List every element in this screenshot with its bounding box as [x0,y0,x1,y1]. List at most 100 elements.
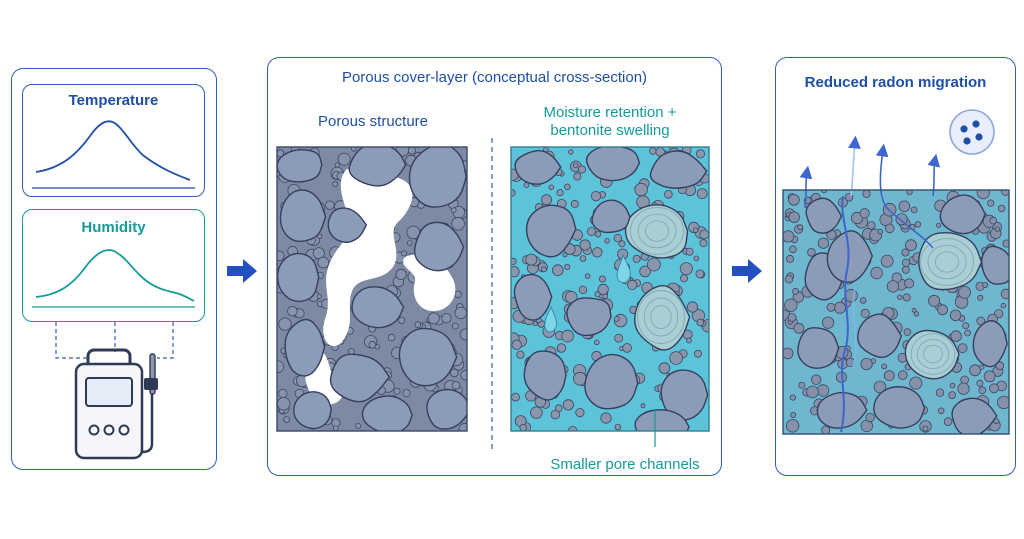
stone [279,189,327,243]
gravel-grain [960,375,969,385]
gravel-grain [978,386,987,395]
gravel-grain [886,280,900,293]
gravel-grain [969,364,982,377]
swelling-ring [934,251,960,273]
stone [584,353,639,410]
swelling-ring [637,213,677,249]
stone [951,397,998,434]
stone [624,204,689,259]
sensor-connectors [55,322,174,359]
gravel-grain [935,388,945,397]
gravel-grain [982,281,989,288]
stone [649,150,708,189]
gravel-grain [395,268,407,281]
gravel-grain [516,350,525,359]
stone [972,320,1008,368]
stone [904,329,960,380]
gravel-grain [579,255,587,262]
gravel-grain [983,370,996,383]
gravel-grain [790,411,797,418]
gravel-grain [826,302,836,312]
gravel-grain [679,262,693,276]
gravel-grain [407,147,416,155]
gravel-grain [789,245,797,254]
gravel-grain [833,301,846,314]
gravel-grain [511,392,520,402]
gravel-grain [511,339,522,351]
swelling-ring [923,344,943,364]
stone [514,149,562,185]
gravel-grain [964,329,972,337]
temperature-card [22,84,205,197]
gravel-grain [696,318,705,327]
gravel-grain [881,363,888,370]
gravel-grain [317,256,330,269]
arrow-right-icon [732,259,762,283]
gravel-grain [414,321,422,328]
gravel-grain [909,376,923,390]
gravel-grain [554,404,563,413]
stone [351,286,405,329]
gravel-grain [817,237,830,249]
gravel-grain [316,233,323,239]
gravel-grain [351,147,357,152]
gravel-grain [807,248,816,257]
gravel-grain [622,343,632,353]
gravel-grain [632,254,641,263]
gravel-grain [897,294,903,300]
gravel-grain [976,190,990,200]
gravel-grain [454,306,467,320]
gravel-grain [594,339,600,346]
gravel-grain [898,200,911,213]
stone [277,149,323,183]
gravel-grain [562,399,574,411]
porous-structure-label: Porous structure [317,113,429,130]
gravel-grain [792,287,799,295]
gravel-grain [614,423,622,431]
gravel-grain [948,391,957,400]
gravel-grain [597,283,609,295]
gravel-grain [976,379,984,387]
stone [398,327,458,387]
gravel-grain [901,248,910,257]
result-title: Reduced radon migration [804,74,987,91]
gravel-grain [865,412,875,423]
gravel-grain [454,290,462,299]
gravel-grain [451,322,459,330]
gravel-grain [393,387,401,395]
gravel-grain [561,329,574,343]
gravel-grain [577,165,587,174]
gravel-grain [556,343,567,353]
gravel-grain [884,223,895,234]
stone [918,232,983,291]
gravel-grain [570,199,579,208]
gravel-grain [783,347,794,360]
gravel-grain [575,407,585,418]
gravel-grain [277,360,285,373]
gravel-grain [914,221,922,228]
stone [327,207,368,243]
stone [805,197,843,234]
stone [585,147,641,182]
gravel-grain [600,412,612,424]
gravel-grain [634,182,648,197]
gravel-grain [451,381,461,390]
gravel-grain [287,305,298,317]
gravel-grain [787,313,797,322]
moisture-label-line2: bentonite swelling [550,122,670,139]
gravel-grain [696,188,708,199]
gravel-grain [587,227,597,237]
stone [408,147,467,208]
swelling-ring [637,290,685,344]
gravel-grain [694,349,702,358]
stone [873,386,926,429]
gravel-grain [957,343,968,354]
radon-molecule-icon [949,109,995,155]
stone [277,252,320,303]
gravel-grain [806,385,819,399]
stone [816,391,868,429]
gravel-grain [511,189,516,197]
gravel-grain [584,273,591,279]
gravel-grain [816,384,830,397]
gravel-grain [598,275,606,283]
